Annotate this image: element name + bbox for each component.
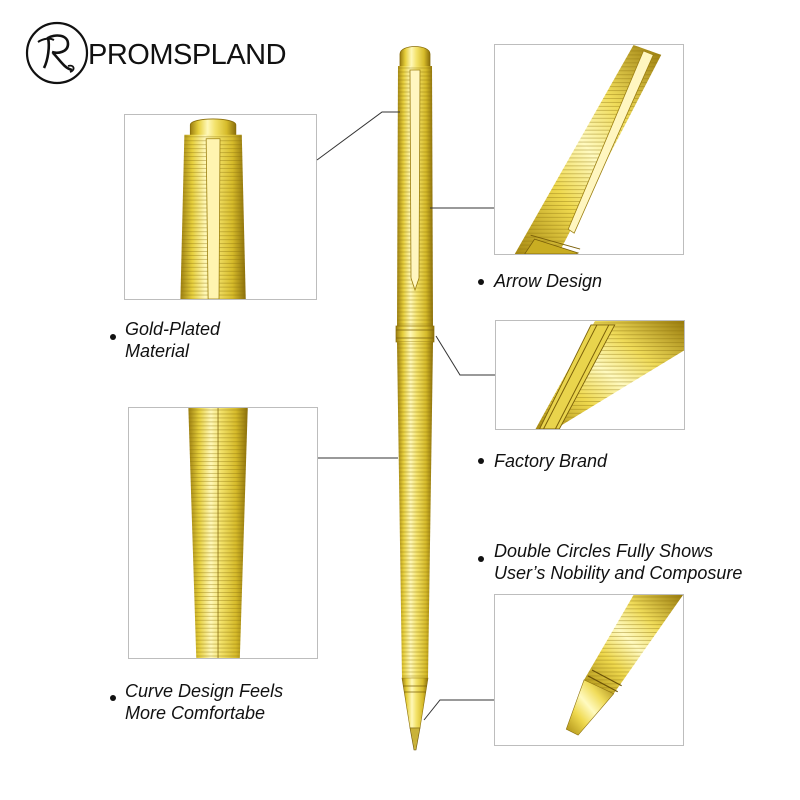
brand-logo: PROMSPLAND [24,20,287,86]
caption-line: Factory Brand [494,451,608,471]
feature-caption-factory-brand: Factory Brand [494,450,607,472]
detail-panel-arrow [494,44,684,255]
caption-line: Material [125,341,190,361]
feature-caption-arrow-design: Arrow Design [494,270,602,292]
brand-name: PROMSPLAND [88,38,287,71]
detail-panel-barrel [128,407,318,659]
detail-panel-ring [495,320,685,430]
bullet-dot [478,458,484,464]
detail-panel-tip [494,594,684,746]
detail-panel-cap [124,114,317,300]
bullet-dot [478,556,484,562]
feature-caption-gold-plated: Gold-Plated Material [125,318,220,362]
gold-pen-main [395,46,435,751]
feature-caption-curve-design: Curve Design Feels More Comfortabe [125,680,283,724]
caption-line: Double Circles Fully Shows [494,541,714,561]
caption-line: Arrow Design [494,271,603,291]
pr-monogram-logo [25,21,89,85]
caption-line: More Comfortabe [125,703,266,723]
feature-caption-double-circles: Double Circles Fully Shows User’s Nobili… [494,540,742,584]
bullet-dot [110,334,116,340]
caption-line: Curve Design Feels [125,681,284,701]
bullet-dot [478,279,484,285]
bullet-dot [110,695,116,701]
caption-line: Gold-Plated [125,319,221,339]
caption-line: User’s Nobility and Composure [494,563,743,583]
